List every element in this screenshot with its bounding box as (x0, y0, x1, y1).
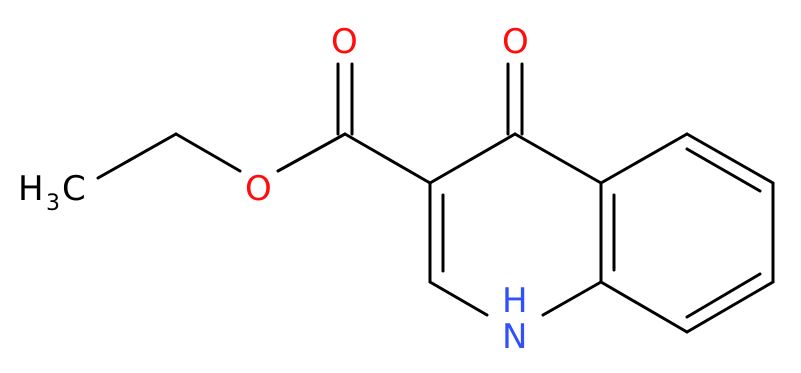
bond-n1-c8a (541, 280, 603, 317)
bond-carbonyl-c3 (343, 132, 432, 185)
bond-c8-c8a (599, 280, 689, 334)
bond-c4a-c5 (599, 132, 689, 185)
atom-labels: H 3 C O O O H N (18, 22, 529, 357)
bond-c2-n1 (428, 280, 489, 317)
bond-c3-c4 (428, 132, 517, 185)
bond-c5-c6-inner (685, 147, 762, 193)
nh-hydrogen-label: H (502, 281, 528, 321)
bond-ch2-o (174, 132, 242, 173)
bond-c7-c8 (685, 280, 775, 334)
bond-o-carbonyl-c (276, 132, 347, 173)
methyl-c-label: C (62, 169, 86, 209)
bond-ch3-ch2 (96, 132, 178, 180)
bonds (96, 62, 775, 334)
keto-oxygen-label: O (502, 22, 529, 62)
ester-oxygen-label: O (245, 169, 272, 209)
methyl-subscript-label: 3 (46, 191, 60, 216)
bond-c5-c6 (685, 132, 775, 185)
bond-c7-c8-inner (685, 272, 762, 319)
carbonyl-oxygen-label: O (331, 22, 358, 62)
nh-nitrogen-label: N (502, 317, 527, 357)
bond-c4-c4a (513, 132, 603, 185)
methyl-h-label: H (18, 169, 44, 209)
